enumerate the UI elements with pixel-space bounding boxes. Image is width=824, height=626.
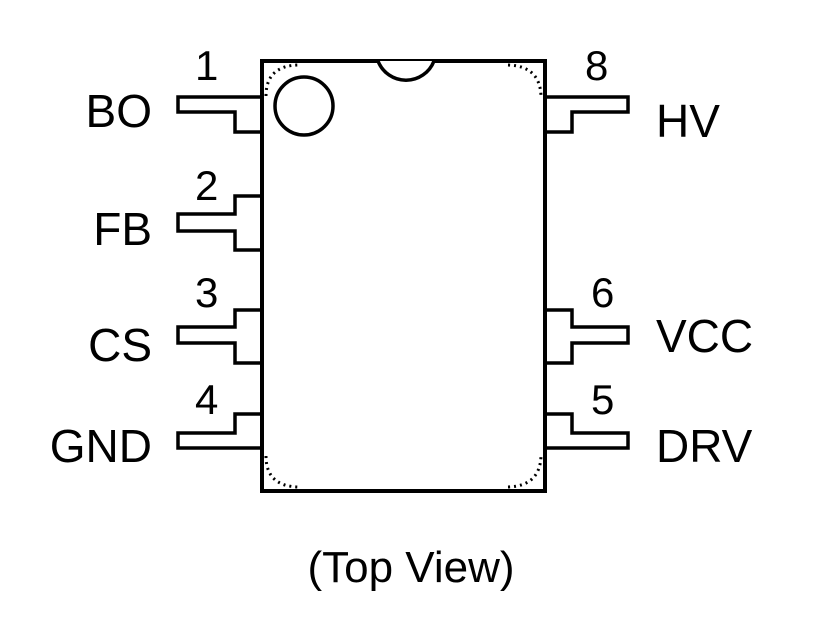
lead-pin-4 [176, 412, 262, 450]
pin-name-vcc: VCC [656, 310, 753, 362]
pin-name-hv: HV [656, 95, 720, 147]
pin-number-4: 4 [195, 376, 218, 423]
lead-pin-6 [545, 308, 630, 365]
pin-number-2: 2 [195, 162, 218, 209]
pin-number-3: 3 [195, 269, 218, 316]
pin-name-cs: CS [88, 319, 152, 371]
pin-name-drv: DRV [656, 420, 753, 472]
lead-pin-5 [545, 412, 630, 450]
pin-number-6: 6 [591, 269, 614, 316]
lead-pin-1 [176, 95, 262, 134]
pin-number-8: 8 [585, 42, 608, 89]
pin-number-5: 5 [591, 376, 614, 423]
pin-name-bo: BO [86, 85, 152, 137]
pin-name-gnd: GND [50, 420, 152, 472]
pin1-indicator-dot [273, 75, 335, 137]
lead-pin-8 [545, 95, 630, 134]
package-corner-marks [264, 63, 543, 489]
pin-name-fb: FB [93, 203, 152, 255]
pin-number-1: 1 [195, 42, 218, 89]
lead-pin-2 [176, 194, 262, 252]
lead-pin-3 [176, 308, 262, 365]
view-caption: (Top View) [307, 543, 514, 592]
orientation-notch [376, 60, 436, 82]
